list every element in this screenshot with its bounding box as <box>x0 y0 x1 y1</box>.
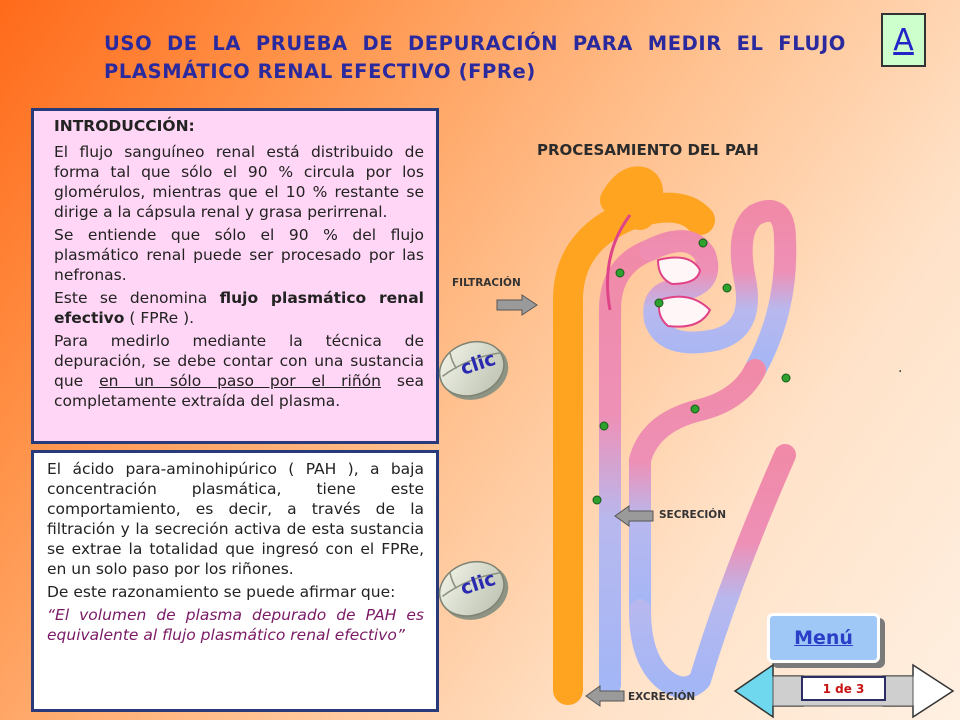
pah-molecules <box>592 238 791 505</box>
intro-paragraph-3: Este se denomina flujo plasmático renal … <box>54 288 424 328</box>
tubule-outline <box>553 166 715 705</box>
pah-quote: “El volumen de plasma depurado de PAH es… <box>47 606 424 644</box>
clic-button-2[interactable]: clic <box>428 546 520 632</box>
intro-paragraph-1: El flujo sanguíneo renal está distribuid… <box>54 143 424 221</box>
intro-heading: INTRODUCCIÓN: <box>54 117 195 135</box>
intro-p4-suffix: sea completamente extraída del plasma. <box>54 372 424 410</box>
intro-p4-text: Para medirlo mediante la técnica de depu… <box>54 332 424 390</box>
page-title: USO DE LA PRUEBA DE DEPURACIÓN PARA MEDI… <box>104 32 846 83</box>
page-indicator: 1 de 3 <box>801 676 886 701</box>
tubule <box>599 199 797 699</box>
pah-paragraph-1: El ácido para-aminohipúrico ( PAH ), a b… <box>47 460 424 578</box>
filtration-arrow-icon <box>496 294 538 316</box>
mouse-icon: clic <box>438 340 509 400</box>
intro-p3-suffix: ( FPRe ). <box>124 309 195 327</box>
glomerulus-lobe <box>656 256 702 286</box>
capsule-outline <box>606 214 632 311</box>
intro-p3-text: Este se denomina <box>54 289 220 307</box>
diagram-title: PROCESAMIENTO DEL PAH <box>537 141 759 159</box>
menu-button[interactable]: Menú <box>767 613 880 663</box>
glomerulus-lobe <box>658 295 712 328</box>
section-a-link[interactable]: A <box>881 13 926 67</box>
stray-dot: . <box>898 360 903 376</box>
intro-paragraph-2: Se entiende que sólo el 90 % del flujo p… <box>54 226 424 284</box>
excretion-label: EXCRECIÓN <box>628 691 696 703</box>
single-pass-phrase: en un sólo paso por el riñón <box>99 372 381 390</box>
secretion-arrow-icon <box>614 505 654 527</box>
secretion-label: SECRECIÓN <box>659 509 727 521</box>
intro-panel: INTRODUCCIÓN: El flujo sanguíneo renal e… <box>31 108 439 444</box>
intro-paragraph-4: Para medirlo mediante la técnica de depu… <box>54 331 424 411</box>
mouse-icon: clic <box>438 560 509 620</box>
filtration-label: FILTRACIÓN <box>452 277 521 289</box>
clic-button-1[interactable]: clic <box>428 326 520 412</box>
pah-panel: El ácido para-aminohipúrico ( PAH ), a b… <box>31 450 439 712</box>
nephron-diagram <box>553 166 797 705</box>
pah-paragraph-2: De este razonamiento se puede afirmar qu… <box>47 583 396 601</box>
excretion-arrow-icon <box>585 685 625 707</box>
fpre-term: flujo plasmático renal efectivo <box>54 289 424 327</box>
